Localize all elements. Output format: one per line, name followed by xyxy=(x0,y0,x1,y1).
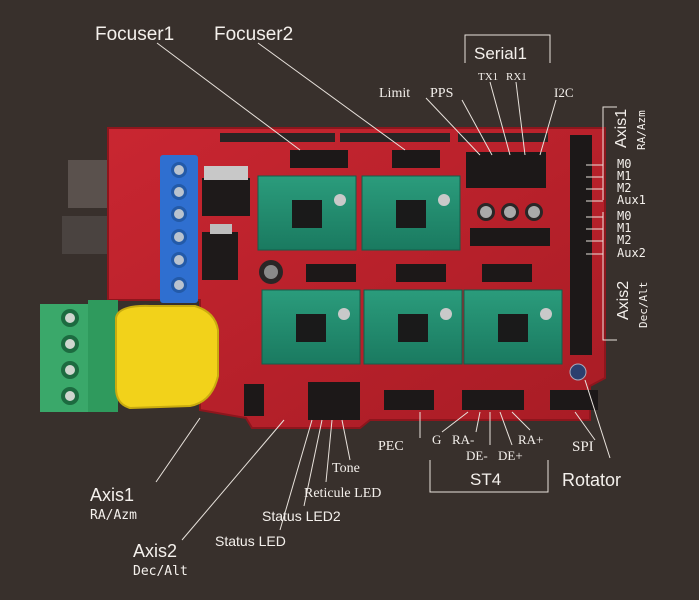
blue-terminal-block xyxy=(160,155,198,303)
label-rx1: RX1 xyxy=(506,71,527,83)
mosfets xyxy=(202,166,250,280)
label-axis2-right: Axis2 xyxy=(615,281,632,320)
top-header-row xyxy=(220,133,548,142)
label-m2-a: M2 xyxy=(617,181,631,195)
label-tx1: TX1 xyxy=(478,71,498,83)
label-st4: ST4 xyxy=(470,470,501,489)
label-axis1-right-sub: RA/Azm xyxy=(635,110,648,150)
label-axis1-left-sub: RA/Azm xyxy=(90,508,137,523)
driver-5 xyxy=(463,289,563,365)
label-aux2: Aux2 xyxy=(617,246,646,260)
label-focuser2: Focuser2 xyxy=(214,24,293,45)
reset-button xyxy=(569,363,587,381)
label-de-plus: DE+ xyxy=(498,448,523,463)
capacitors xyxy=(259,203,543,284)
driver-4 xyxy=(363,289,463,365)
labels: Focuser1 Focuser2 Serial1 TX1 RX1 Limit … xyxy=(90,24,650,579)
small-headers xyxy=(244,150,598,420)
label-status-led2: Status LED2 xyxy=(262,508,341,524)
label-axis1-left: Axis1 xyxy=(90,485,134,505)
label-tone: Tone xyxy=(332,461,360,476)
green-terminal-block xyxy=(40,300,118,412)
driver-3 xyxy=(261,289,361,365)
label-axis1-right: Axis1 xyxy=(613,109,630,148)
label-g: G xyxy=(432,432,441,447)
label-reticule-led: Reticule LED xyxy=(304,486,381,501)
label-m0-a: M0 xyxy=(617,157,631,171)
right-header xyxy=(570,135,592,355)
label-ra-plus: RA+ xyxy=(518,432,543,447)
label-rotator: Rotator xyxy=(562,470,621,490)
label-limit: Limit xyxy=(379,86,410,101)
label-ra-minus: RA- xyxy=(452,432,474,447)
label-pps: PPS xyxy=(430,86,453,101)
label-m1-b: M1 xyxy=(617,221,631,235)
yellow-fuse xyxy=(115,304,219,410)
label-focuser1: Focuser1 xyxy=(95,24,174,45)
label-axis2-right-sub: Dec/Alt xyxy=(637,282,650,328)
label-axis2-left: Axis2 xyxy=(133,541,177,561)
label-status-led: Status LED xyxy=(215,533,286,549)
label-de-minus: DE- xyxy=(466,448,488,463)
label-serial1: Serial1 xyxy=(474,44,527,63)
label-spi: SPI xyxy=(572,439,594,455)
driver-boards xyxy=(257,175,563,365)
driver-focuser2 xyxy=(361,175,461,251)
label-i2c: I2C xyxy=(554,85,574,100)
label-m0-b: M0 xyxy=(617,209,631,223)
callout-lines xyxy=(155,34,617,541)
label-m1-a: M1 xyxy=(617,169,631,183)
label-aux1: Aux1 xyxy=(617,193,646,207)
label-axis2-left-sub: Dec/Alt xyxy=(133,564,188,579)
label-pec: PEC xyxy=(378,439,404,454)
driver-focuser1 xyxy=(257,175,357,251)
label-m2-b: M2 xyxy=(617,233,631,247)
